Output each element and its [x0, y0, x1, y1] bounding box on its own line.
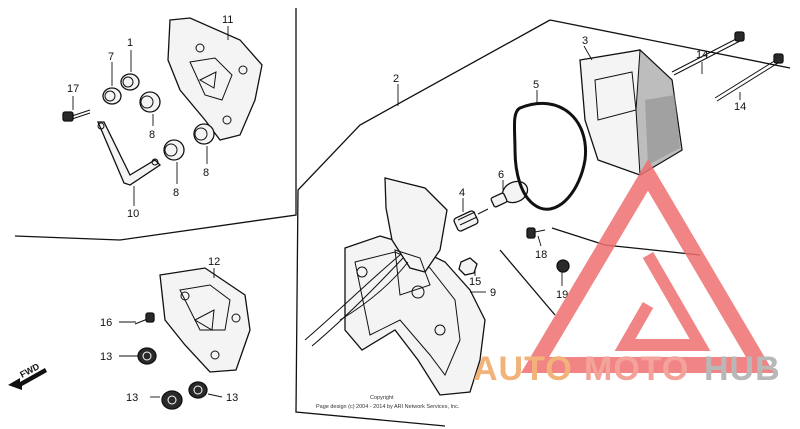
- callout-13-a: 13: [100, 351, 112, 363]
- bracket-12: [159, 267, 251, 373]
- callout-14-a: 14: [696, 49, 708, 61]
- nut-13c: [188, 381, 208, 399]
- callout-13-b: 13: [126, 392, 138, 404]
- watermark-auto: AUTO: [473, 350, 573, 388]
- left-upper-frame: [14, 8, 297, 241]
- callout-1: 1: [127, 37, 133, 49]
- callout-8-c: 8: [203, 167, 209, 179]
- copyright-line-1: Copyright: [370, 395, 394, 401]
- callout-8-b: 8: [173, 187, 179, 199]
- screw-19: [556, 259, 570, 273]
- leader-lines: [72, 26, 741, 398]
- bolt-16: [134, 312, 155, 325]
- main-assembly-frame: [295, 19, 791, 427]
- grommet-8b: [163, 139, 185, 161]
- watermark-inner-mark: [614, 251, 711, 351]
- socket-4: [453, 208, 489, 232]
- lens-3: [579, 48, 683, 176]
- callout-5: 5: [533, 79, 539, 91]
- grommet-8c: [193, 123, 215, 145]
- nut-13a: [137, 347, 157, 365]
- link-rod-10: [97, 121, 162, 186]
- screw-14b: [714, 53, 784, 102]
- grommet-1: [120, 73, 140, 91]
- callout-13-c: 13: [226, 392, 238, 404]
- callout-9: 9: [490, 287, 496, 299]
- callout-15: 15: [469, 276, 481, 288]
- bolt-18: [526, 227, 546, 239]
- watermark-triangle: [520, 159, 775, 373]
- nut-13b: [161, 390, 183, 410]
- callouts: 1 2 3 4 5 6 7 8 8 8 9 10 11 12 13 13 13 …: [67, 14, 746, 404]
- callout-7: 7: [108, 51, 114, 63]
- copyright-block: Copyright Page design (c) 2004 - 2014 by…: [316, 395, 460, 410]
- copyright-line-2: Page design (c) 2004 - 2014 by ARI Netwo…: [316, 404, 460, 410]
- grommet-7: [102, 87, 122, 105]
- fwd-arrow: FWD: [8, 361, 47, 390]
- light-base-2: [384, 177, 448, 296]
- callout-3: 3: [582, 35, 588, 47]
- callout-18: 18: [535, 249, 547, 261]
- wiring-harness: [304, 254, 409, 347]
- watermark-logo: [520, 159, 775, 373]
- bracket-11: [167, 17, 263, 141]
- watermark-moto: MOTO: [584, 350, 689, 388]
- callout-6: 6: [498, 169, 504, 181]
- watermark-hub: HUB: [704, 350, 781, 388]
- callout-14-b: 14: [734, 101, 746, 113]
- callout-17: 17: [67, 83, 79, 95]
- callout-12: 12: [208, 256, 220, 268]
- watermark-text: AUTO MOTO HUB: [473, 350, 781, 388]
- callout-10: 10: [127, 208, 139, 220]
- grommet-8a: [139, 91, 161, 113]
- callout-16: 16: [100, 317, 112, 329]
- callout-8-a: 8: [149, 129, 155, 141]
- screw-14a: [671, 31, 745, 76]
- gasket-5: [512, 102, 588, 211]
- callout-11: 11: [222, 14, 233, 26]
- bolt-17: [62, 109, 91, 122]
- callout-19: 19: [556, 289, 568, 301]
- nut-15: [458, 257, 478, 276]
- callout-2: 2: [393, 73, 399, 85]
- callout-4: 4: [459, 187, 465, 199]
